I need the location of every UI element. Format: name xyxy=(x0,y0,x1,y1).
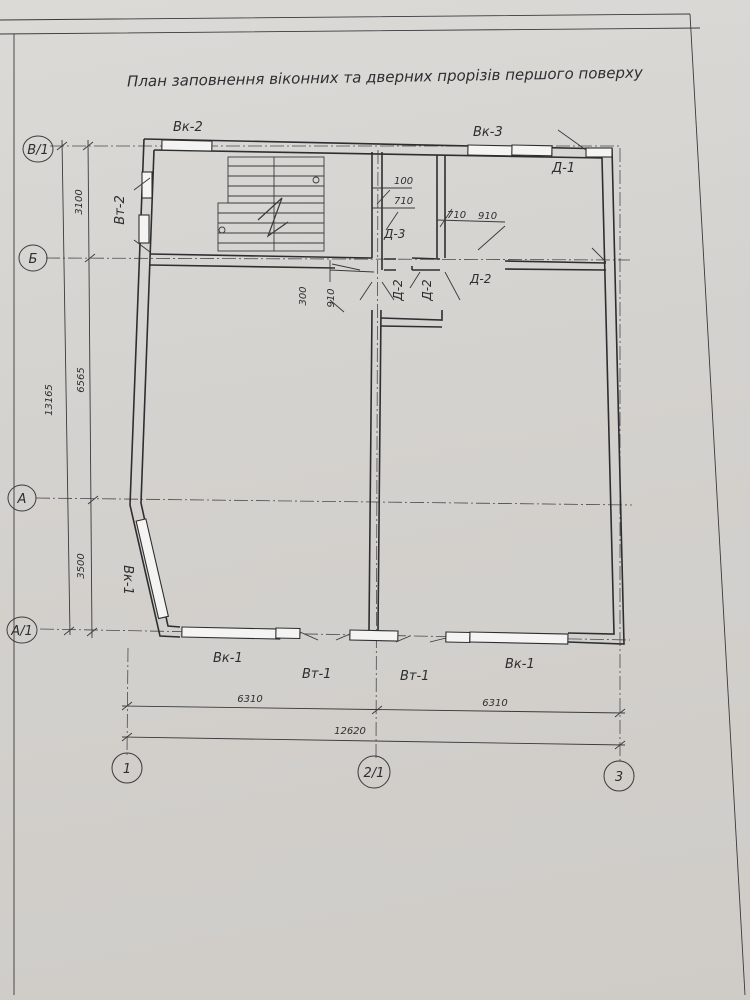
col-bubble-3: 3 xyxy=(603,760,635,792)
svg-text:Б: Б xyxy=(29,252,38,267)
drawing-title: План заповнення віконних та дверних прор… xyxy=(127,63,644,90)
svg-text:В/1: В/1 xyxy=(27,143,49,158)
local-dimensions: 100 710 710 910 300 910 xyxy=(298,176,506,313)
interior-walls xyxy=(149,152,607,631)
svg-text:2/1: 2/1 xyxy=(364,766,385,781)
label-vk2: Вк-2 xyxy=(173,120,203,135)
col-bubble-1: 1 xyxy=(111,752,143,784)
svg-text:6310: 6310 xyxy=(482,698,507,709)
svg-text:6565: 6565 xyxy=(76,367,87,392)
svg-text:710: 710 xyxy=(447,210,466,221)
label-vt2: Вт-2 xyxy=(113,195,128,224)
label-d2-b: Д-2 xyxy=(420,279,434,301)
svg-text:3100: 3100 xyxy=(74,189,85,214)
opening-labels: Вк-2 Вк-3 Д-1 Вт-2 Д-3 Д-2 Д-2 Д-2 Вк-1 … xyxy=(113,120,575,684)
label-vk1-left: Вк-1 xyxy=(213,651,243,666)
label-d2-a: Д-2 xyxy=(391,279,405,301)
svg-text:1: 1 xyxy=(123,762,131,777)
label-vk1-side: Вк-1 xyxy=(120,565,135,595)
label-d1: Д-1 xyxy=(551,161,575,176)
svg-text:910: 910 xyxy=(478,211,497,222)
label-vk1-right: Вк-1 xyxy=(505,657,535,672)
col-bubble-2-1: 2/1 xyxy=(357,755,391,789)
axis-line-b xyxy=(45,257,631,261)
svg-text:100: 100 xyxy=(394,176,413,187)
windows xyxy=(135,139,613,645)
svg-text:А: А xyxy=(17,492,27,507)
svg-text:6310: 6310 xyxy=(237,694,262,705)
svg-text:710: 710 xyxy=(394,196,413,207)
label-d2-c: Д-2 xyxy=(469,272,491,286)
svg-text:А/1: А/1 xyxy=(10,624,33,639)
row-bubble-v1: В/1 xyxy=(22,135,54,163)
door-swings xyxy=(133,129,607,643)
label-vt1-left: Вт-1 xyxy=(302,667,331,682)
axis-line-col-1 xyxy=(126,647,129,756)
bottom-dimension-chain: 6310 6310 12620 xyxy=(121,694,626,750)
exterior-walls xyxy=(129,138,625,645)
label-vk3: Вк-3 xyxy=(473,125,503,140)
label-d3: Д-3 xyxy=(383,227,405,241)
row-bubble-a1: А/1 xyxy=(6,616,38,644)
row-bubble-b: Б xyxy=(18,244,48,272)
staircase xyxy=(217,156,325,252)
axis-line-a xyxy=(35,497,633,506)
svg-text:3500: 3500 xyxy=(76,553,87,578)
axis-line-col-2-1 xyxy=(375,149,379,759)
svg-text:12620: 12620 xyxy=(334,726,366,737)
svg-text:910: 910 xyxy=(326,288,337,307)
row-bubble-a: А xyxy=(7,484,37,512)
svg-text:13165: 13165 xyxy=(44,384,55,416)
left-dimension-chain: 13165 3100 6565 3500 xyxy=(44,139,99,639)
frame-top-lines xyxy=(0,13,701,35)
label-vt1-right: Вт-1 xyxy=(400,669,429,684)
frame-right-line xyxy=(689,13,746,996)
svg-text:3: 3 xyxy=(615,770,623,785)
svg-text:300: 300 xyxy=(298,286,309,305)
